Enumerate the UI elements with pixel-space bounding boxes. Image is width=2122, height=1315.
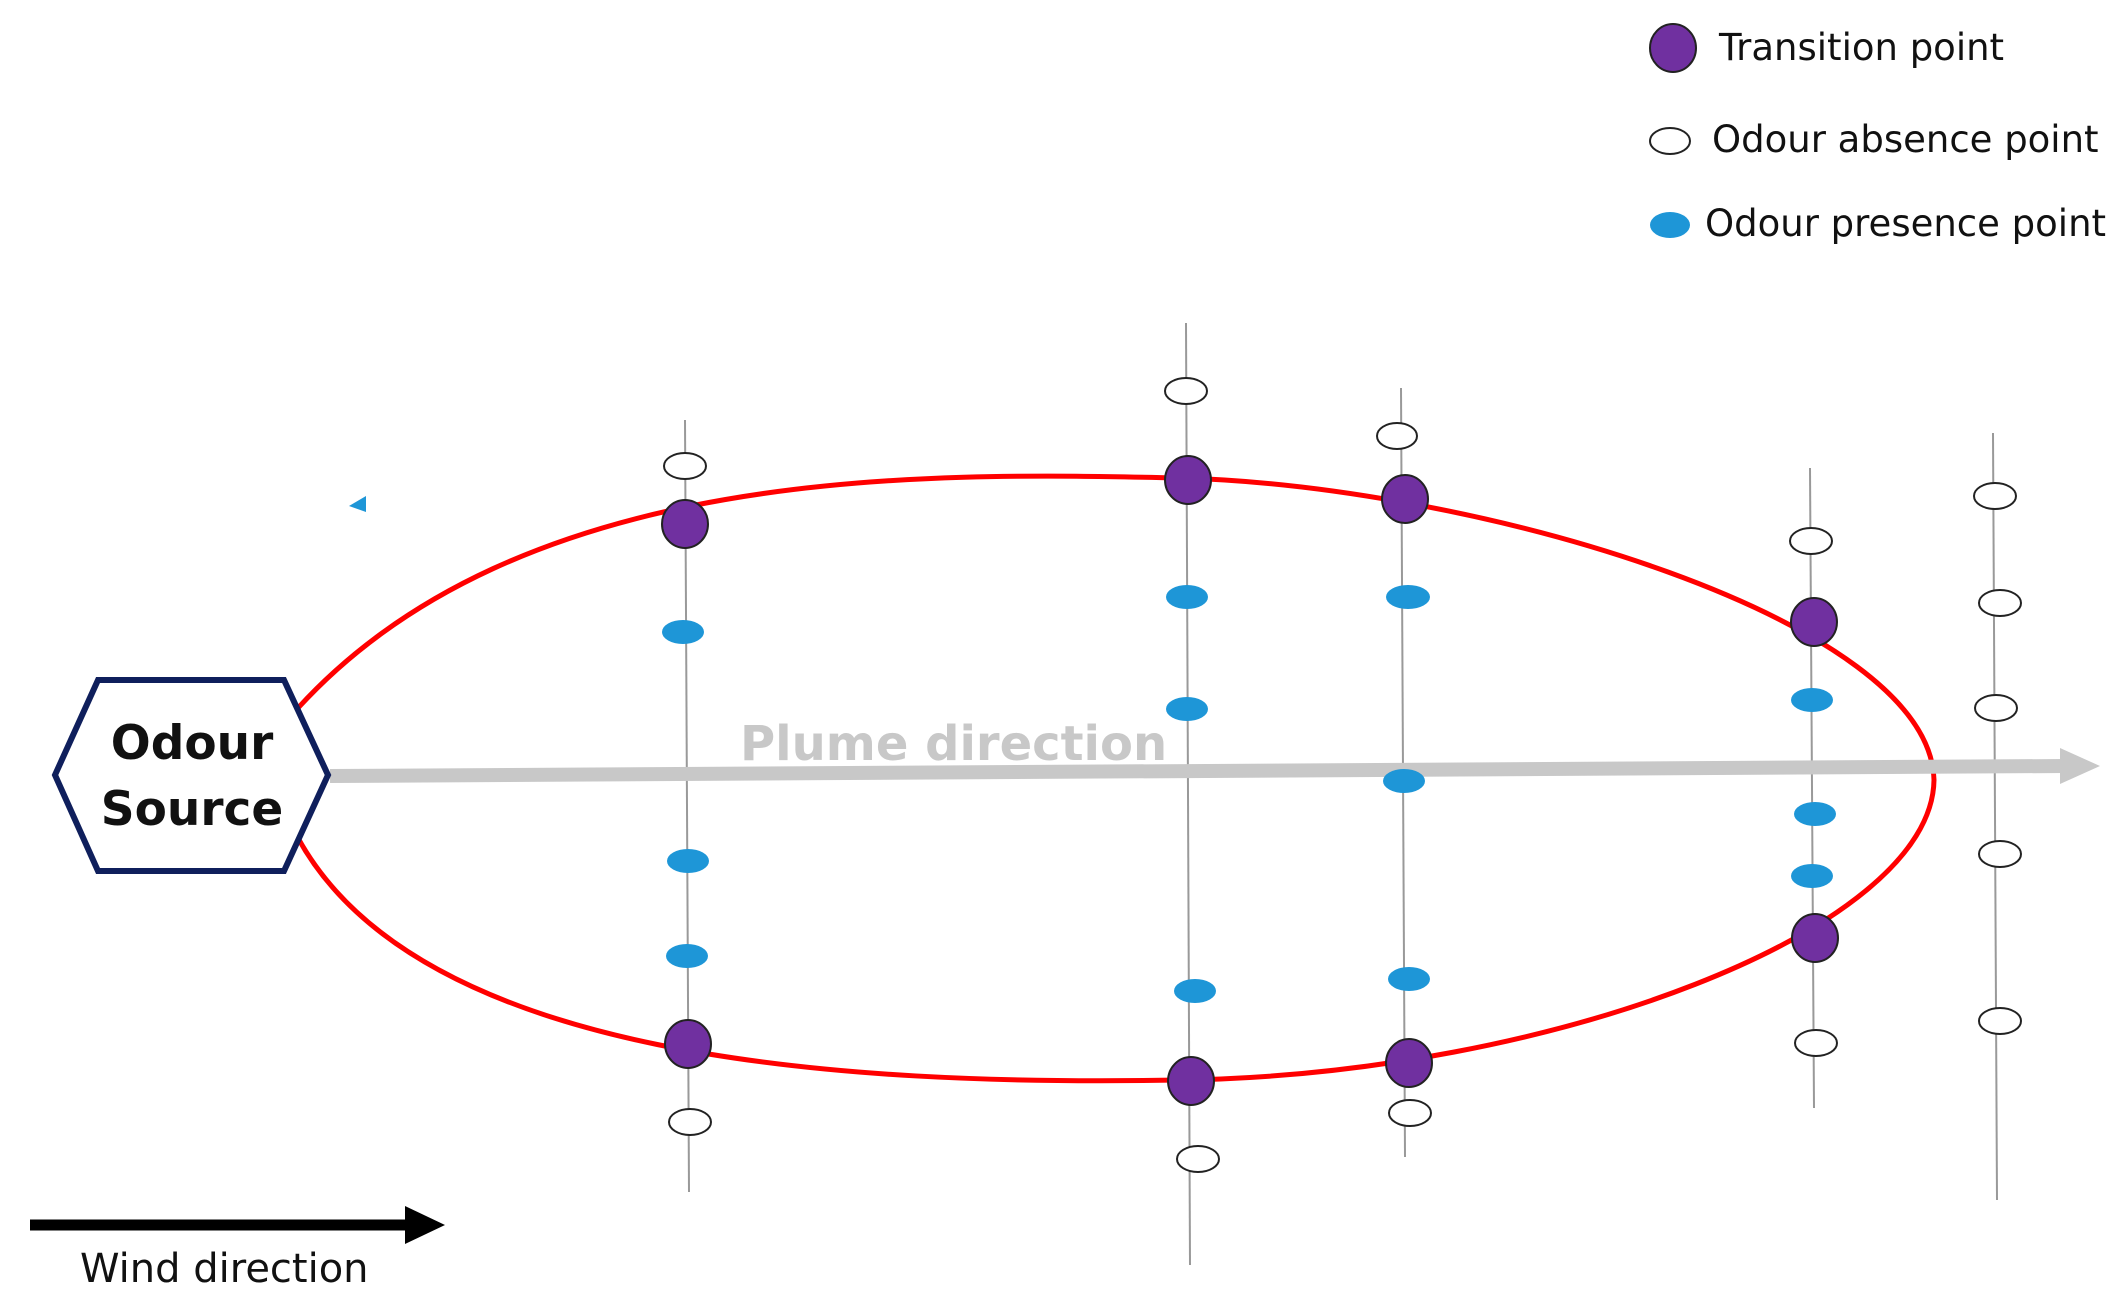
transect-line (1992, 432, 1998, 1201)
absence-points (663, 377, 2022, 1173)
absence-point (1388, 1099, 1432, 1127)
transect-line (1809, 467, 1815, 1109)
wind-direction-arrow (30, 1206, 445, 1244)
presence-point (1791, 864, 1833, 888)
presence-point (1386, 585, 1430, 609)
plume-boundary (295, 473, 1937, 1084)
legend-presence-label: Odour presence point (1705, 202, 2106, 245)
presence-point (1166, 585, 1208, 609)
transition-point (661, 499, 709, 549)
presence-point (1791, 688, 1833, 712)
presence-point (1388, 967, 1430, 991)
legend-presence-marker (1650, 212, 1690, 238)
transition-point (1381, 474, 1429, 524)
absence-point (1973, 482, 2017, 510)
absence-point (1376, 422, 1418, 450)
absence-point (1978, 1007, 2022, 1035)
wind-direction-label: Wind direction (80, 1246, 369, 1292)
transition-point (1791, 913, 1839, 963)
odour-source-hexagon (51, 677, 332, 874)
absence-point (1794, 1029, 1838, 1057)
presence-points (662, 585, 1836, 1003)
transition-point (1385, 1038, 1433, 1088)
presence-point (1794, 802, 1836, 826)
plume-direction-arrow (329, 748, 2100, 784)
presence-point (1383, 769, 1425, 793)
presence-point (667, 849, 709, 873)
odour-source: Odour Source (51, 677, 332, 874)
transition-point (1790, 597, 1838, 647)
presence-point (1174, 979, 1216, 1003)
transition-point (664, 1019, 712, 1069)
absence-point (1789, 527, 1833, 555)
legend-transition-marker (1649, 23, 1697, 73)
odour-source-label-line2: Source (101, 782, 284, 837)
absence-point (1164, 377, 1208, 405)
legend: Transition point Odour absence point Odo… (1649, 23, 2106, 245)
legend-transition-label: Transition point (1718, 26, 2004, 69)
presence-point (1166, 697, 1208, 721)
plume-direction-label: Plume direction (740, 716, 1167, 772)
transition-points (661, 455, 1839, 1106)
presence-point (662, 620, 704, 644)
transect-lines (684, 322, 1998, 1266)
transition-point (1167, 1056, 1215, 1106)
legend-absence-label: Odour absence point (1712, 118, 2099, 161)
legend-absence-marker (1649, 127, 1691, 155)
absence-point (1974, 694, 2018, 722)
absence-point (1978, 840, 2022, 868)
transition-point (1164, 455, 1212, 505)
absence-point (1978, 589, 2022, 617)
absence-point (663, 452, 707, 480)
odour-source-label-line1: Odour (111, 716, 274, 771)
absence-point (668, 1108, 712, 1136)
small-triangle-marker (349, 496, 366, 512)
presence-point (666, 944, 708, 968)
absence-point (1176, 1145, 1220, 1173)
